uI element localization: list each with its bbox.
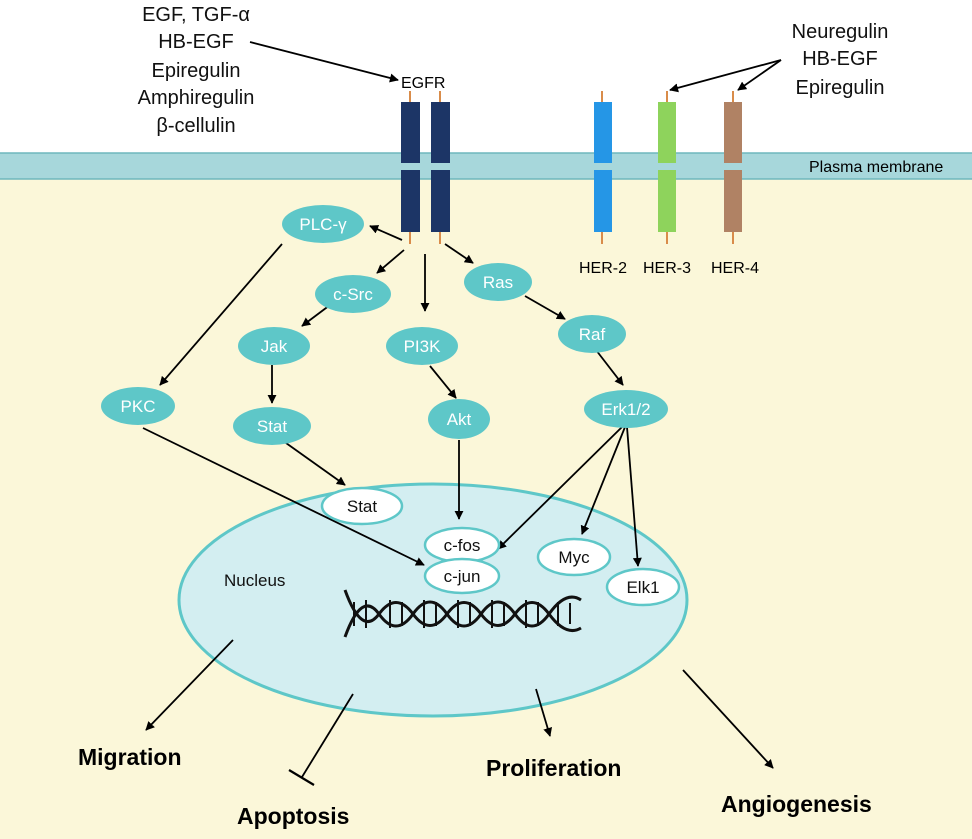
egfr-ligand: β-cellulin (156, 115, 235, 137)
node-ras: Ras (464, 263, 532, 301)
node-nuclear-stat: Stat (320, 486, 404, 526)
node-akt: Akt (428, 399, 490, 439)
node-plc: PLC-γ (282, 205, 364, 243)
arrow-erk-to-myc (580, 426, 626, 535)
node-stat: Stat (233, 407, 311, 445)
egfr-label: EGFR (401, 75, 445, 92)
egfr-ligand: EGF, TGF-α (142, 4, 250, 26)
arrow-nucleus-to-migration (145, 639, 234, 731)
her2-label: HER-2 (579, 260, 627, 277)
erk-label: Erk1/2 (601, 400, 650, 419)
arrow-csrc-to-jak (301, 304, 331, 327)
csrc-label: c-Src (333, 285, 373, 304)
node-erk: Erk1/2 (584, 390, 668, 428)
arrow-ligand-to-egfr (249, 41, 399, 83)
node-pkc: PKC (101, 387, 175, 425)
outcome-apoptosis: Apoptosis (237, 803, 349, 829)
dna-helix (343, 589, 582, 638)
egfr-receptor (401, 91, 450, 244)
nuclear-stat-label: Stat (347, 497, 378, 516)
nucleus (177, 482, 689, 718)
arrow-egfr-to-plc (369, 225, 403, 241)
her-ligand: HB-EGF (802, 48, 878, 70)
cjun-label: c-jun (444, 567, 481, 586)
arrow-pi3k-to-akt (429, 365, 457, 399)
arrow-erk-to-cfos (497, 426, 623, 550)
arrow-ras-to-raf (524, 295, 566, 320)
plasma-membrane (0, 153, 972, 179)
node-csrc: c-Src (315, 275, 391, 313)
node-pi3k: PI3K (386, 327, 458, 365)
egfr-ligand-list: EGF, TGF-α HB-EGF Epiregulin Amphireguli… (138, 4, 255, 137)
akt-label: Akt (447, 410, 472, 429)
extracellular-space (0, 0, 972, 153)
arrow-ligand-to-her3 (669, 59, 782, 93)
her-ligand: Neuregulin (792, 21, 889, 43)
arrow-nucleus-to-proliferation (535, 688, 553, 737)
arrow-erk-to-elk1 (626, 426, 642, 567)
arrow-raf-to-erk (595, 349, 624, 386)
nucleus-label: Nucleus (224, 571, 285, 590)
ras-label: Ras (483, 273, 513, 292)
arrow-plc-to-pkc (159, 243, 283, 386)
node-myc: Myc (536, 537, 612, 577)
myc-label: Myc (558, 548, 590, 567)
cfos-label: c-fos (444, 536, 481, 555)
elk1-label: Elk1 (626, 578, 659, 597)
arrow-stat-to-nuclear-stat (285, 442, 346, 486)
node-raf: Raf (558, 315, 626, 353)
arrow-egfr-to-ras (444, 243, 474, 264)
egfr-ligand: HB-EGF (158, 31, 234, 53)
node-jak: Jak (238, 327, 310, 365)
her4-label: HER-4 (711, 260, 759, 277)
her4-receptor (724, 91, 742, 244)
her-ligand-list: Neuregulin HB-EGF Epiregulin (792, 21, 889, 99)
plc-label: PLC-γ (299, 215, 347, 234)
arrow-ligand-to-her4 (737, 59, 782, 91)
her2-receptor (594, 91, 612, 244)
jak-label: Jak (261, 337, 288, 356)
arrow-egfr-to-csrc (376, 249, 405, 274)
outcome-proliferation: Proliferation (486, 755, 621, 781)
node-elk1: Elk1 (605, 567, 681, 607)
plasma-membrane-label: Plasma membrane (809, 159, 943, 176)
pi3k-label: PI3K (404, 337, 442, 356)
outcome-angiogenesis: Angiogenesis (721, 791, 872, 817)
node-cjun: c-jun (423, 557, 501, 595)
stat-label: Stat (257, 417, 288, 436)
her3-receptor (658, 91, 676, 244)
egfr-ligand: Epiregulin (152, 60, 241, 82)
egfr-ligand: Amphiregulin (138, 87, 255, 109)
inhibition-bar-apoptosis (288, 769, 315, 786)
inhibition-nucleus-to-apoptosis (301, 693, 354, 778)
arrow-pkc-to-cjun (142, 427, 425, 566)
arrow-nucleus-to-angiogenesis (682, 669, 774, 769)
outcome-migration: Migration (78, 744, 182, 770)
her3-label: HER-3 (643, 260, 691, 277)
node-cfos: c-fos (423, 526, 501, 564)
pkc-label: PKC (121, 397, 156, 416)
her-ligand: Epiregulin (796, 77, 885, 99)
pathway-arrows (142, 41, 782, 786)
raf-label: Raf (579, 325, 606, 344)
